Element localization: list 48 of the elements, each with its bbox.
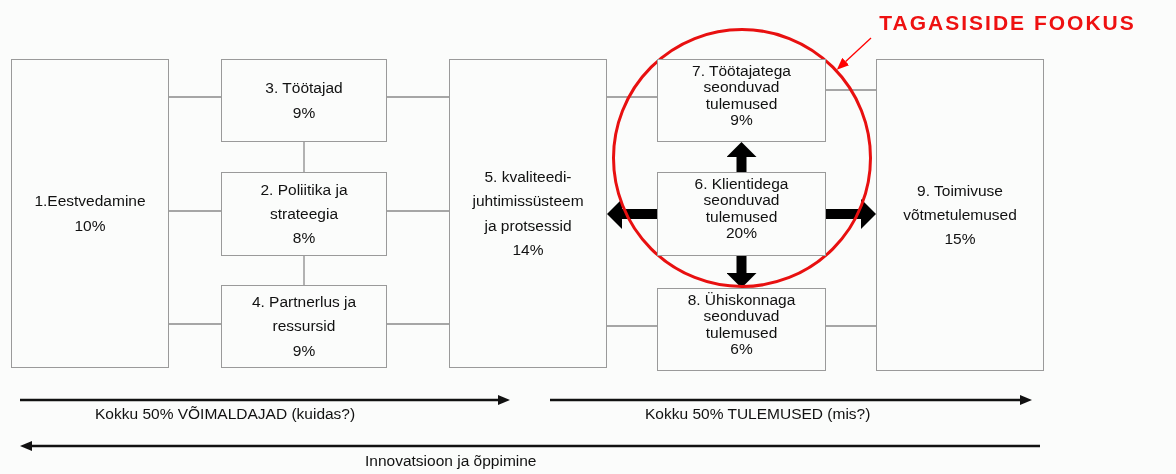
block-arrow — [726, 256, 757, 288]
criterion-name: 5. kvaliteedi- juhtimissüsteem ja protsessid — [471, 167, 585, 236]
connector-line — [168, 323, 222, 325]
section-label: Kokku 50% TULEMUSED (mis?) — [645, 405, 871, 423]
criterion-box — [657, 172, 826, 256]
criterion-box — [221, 172, 387, 256]
weight-percent: 8% — [292, 228, 316, 248]
section-label: Kokku 50% VÕIMALDAJAD (kuidas?) — [95, 405, 356, 423]
connector-line — [386, 323, 450, 325]
weight-percent: 10% — [74, 215, 106, 236]
block-arrow — [726, 142, 757, 172]
connector-line — [606, 325, 658, 327]
connector-line — [168, 210, 222, 212]
weight-percent: 20% — [726, 224, 757, 242]
connector-line — [386, 210, 450, 212]
arrow — [836, 37, 872, 70]
criterion-name: 3. Töötajad — [265, 78, 343, 99]
weight-percent: 9% — [292, 340, 316, 361]
criterion-box — [449, 59, 607, 368]
connector-line — [606, 96, 658, 98]
criterion-box — [11, 59, 169, 368]
weight-percent: 9% — [730, 111, 753, 129]
criterion-name: 2. Poliitika ja strateegia — [259, 179, 349, 224]
connector-line — [825, 325, 877, 327]
section-label: Innovatsioon ja õppimine — [365, 452, 537, 470]
weight-percent: 9% — [292, 102, 316, 123]
connector-line — [303, 141, 305, 173]
criterion-box — [876, 59, 1044, 371]
weight-percent: 14% — [512, 239, 544, 260]
callout-heading: TAGASISIDE FOOKUS — [879, 11, 1136, 35]
criterion-name: 9. Toimivuse võtmetulemused — [902, 180, 1018, 225]
criterion-name: 8. Ühiskonnaga seonduvad tulemused — [686, 292, 797, 341]
criterion-name: 6. Klientidega seonduvad tulemused — [693, 176, 790, 225]
connector-line — [825, 89, 877, 91]
criterion-name: 7. Töötajatega seonduvad tulemused — [691, 63, 792, 112]
connector-line — [303, 255, 305, 286]
block-arrow — [826, 199, 876, 229]
weight-percent: 15% — [944, 229, 976, 249]
criterion-name: 4. Partnerlus ja ressursid — [250, 292, 358, 337]
connector-line — [168, 96, 222, 98]
block-arrow — [607, 199, 657, 229]
criterion-box — [221, 285, 387, 368]
criterion-box — [657, 288, 826, 371]
criterion-name: 1.Eestvedamine — [34, 191, 146, 212]
criterion-box — [657, 59, 826, 142]
weight-percent: 6% — [730, 340, 753, 358]
criterion-box — [221, 59, 387, 142]
connector-line — [386, 96, 450, 98]
